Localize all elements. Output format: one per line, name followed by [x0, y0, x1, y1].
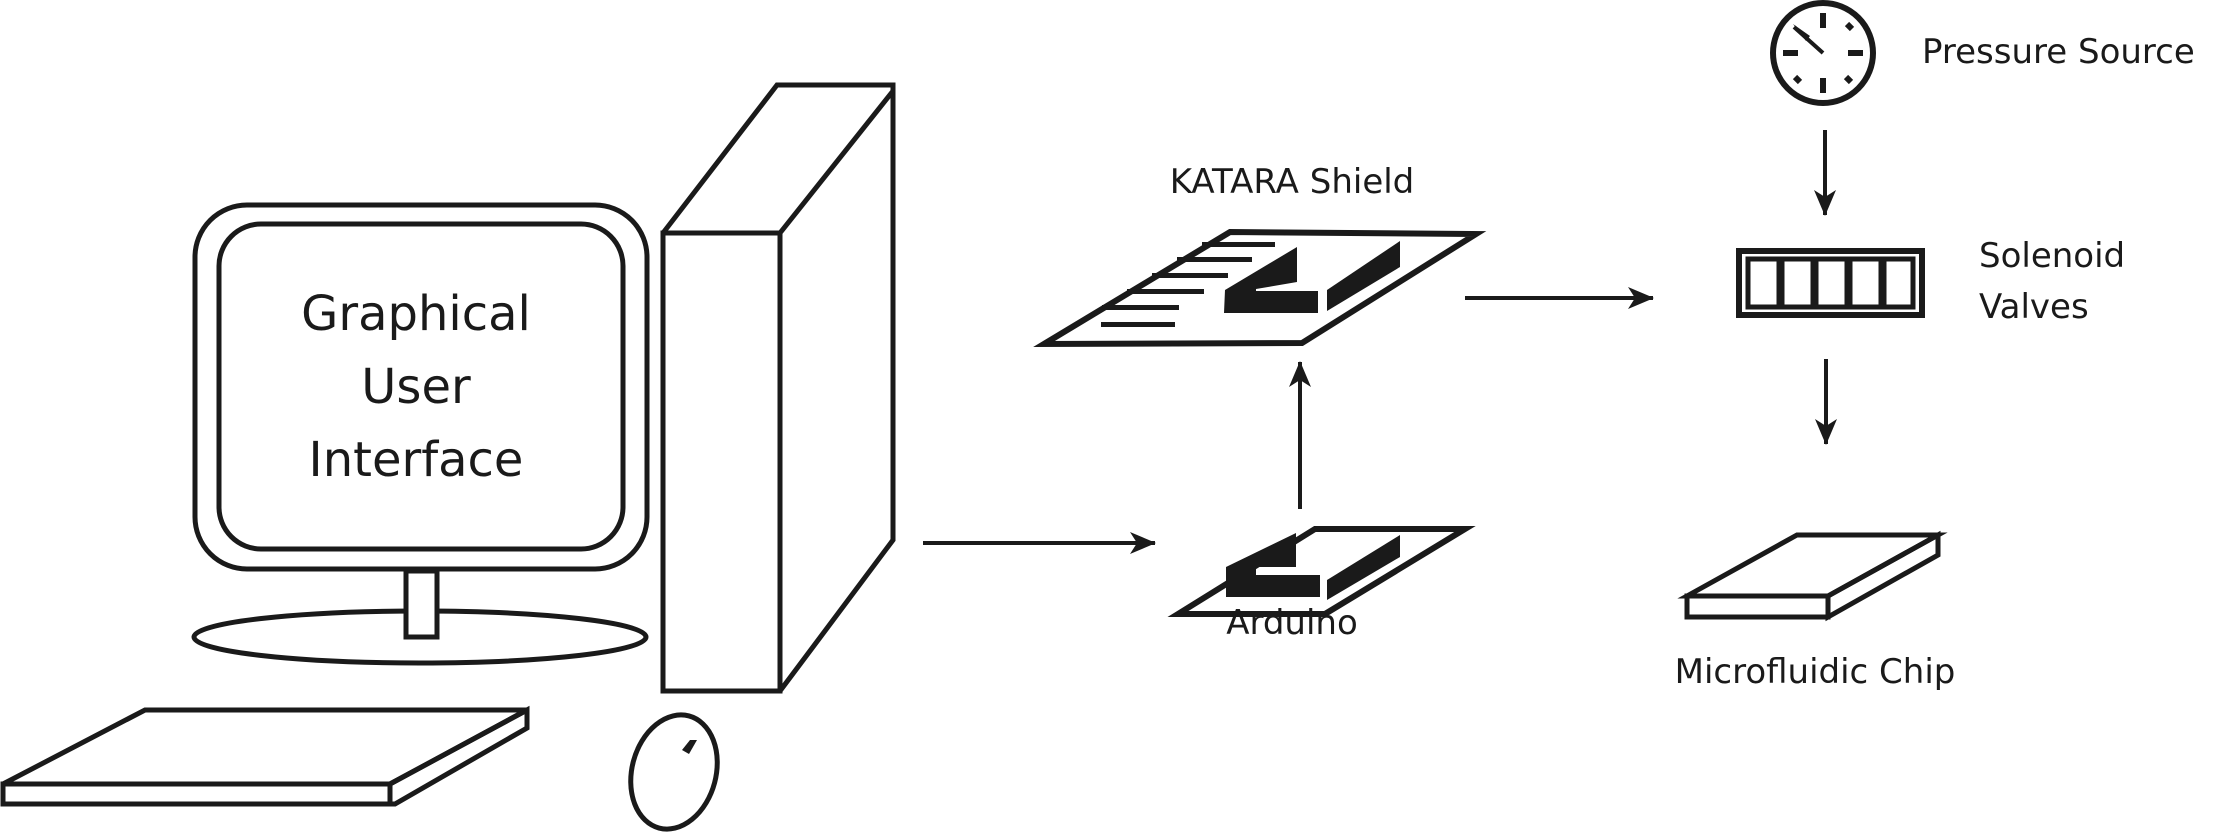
solenoid-label-line-2: Valves — [1979, 287, 2089, 327]
valve-4 — [1847, 256, 1884, 310]
valve-2 — [1779, 256, 1816, 310]
gui-label-line-3: Interface — [309, 432, 524, 488]
monitor-screen — [216, 221, 626, 552]
microfluidic-chip-icon — [1677, 530, 1948, 622]
gui-label-line-1: Graphical — [301, 286, 531, 342]
pressure-source-label: Pressure Source — [1922, 32, 2195, 72]
valve-3 — [1813, 256, 1850, 310]
arduino-label: Arduino — [1226, 603, 1358, 643]
gui-label-line-2: User — [361, 359, 471, 415]
arduino-board-icon — [1167, 526, 1476, 617]
katara-shield-label: KATARA Shield — [1170, 162, 1415, 202]
mouse-icon — [628, 712, 720, 832]
microfluidic-chip-label: Microfluidic Chip — [1675, 652, 1956, 692]
katara-shield-board-icon — [1033, 228, 1487, 348]
valve-1 — [1745, 256, 1782, 310]
monitor-bezel — [192, 202, 650, 572]
valve-5 — [1881, 256, 1916, 310]
pressure-gauge-icon — [1770, 0, 1876, 106]
solenoid-valves-icon — [1736, 248, 1925, 318]
keyboard-icon — [0, 705, 530, 807]
solenoid-label-line-1: Solenoid — [1979, 236, 2125, 276]
monitor-icon — [191, 202, 650, 666]
computer-tower-icon — [660, 82, 896, 694]
monitor-stand — [403, 568, 440, 640]
